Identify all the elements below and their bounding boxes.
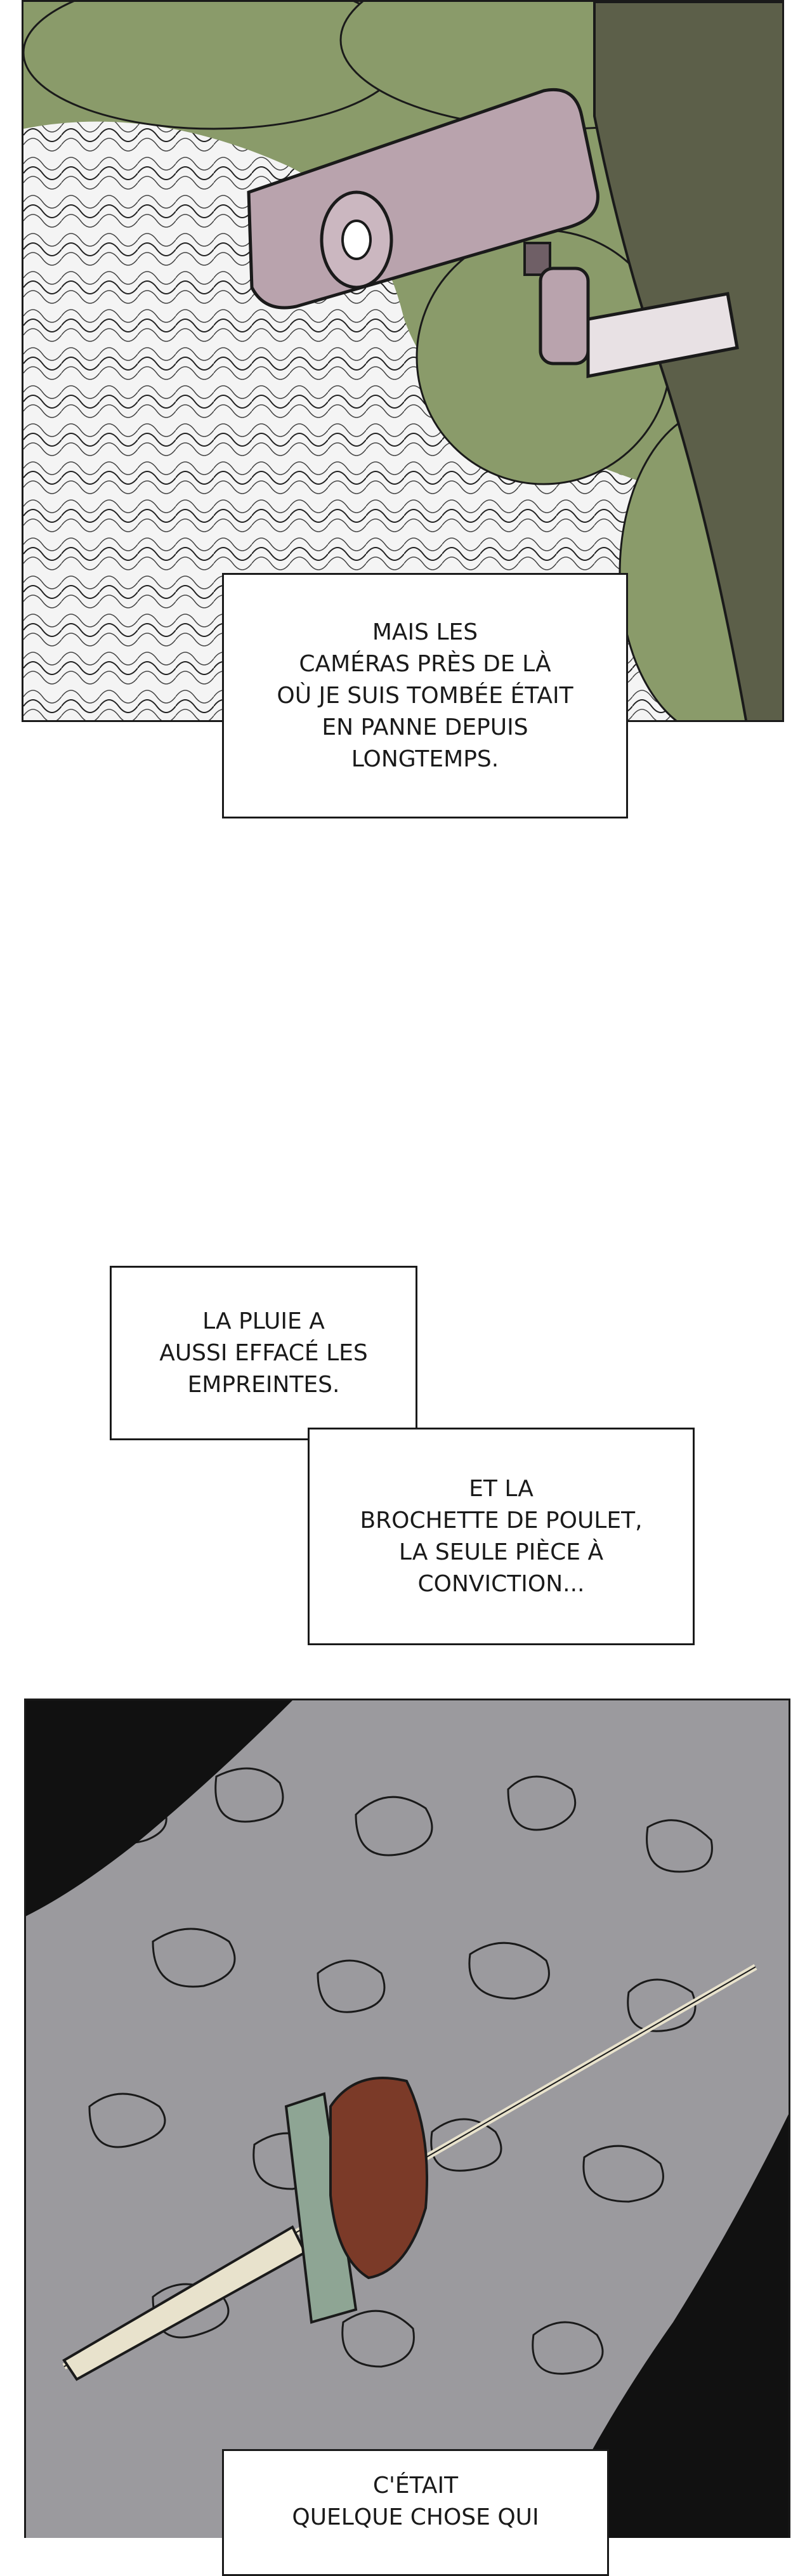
caption-box-something: C'ÉTAIT QUELQUE CHOSE QUI [222, 2449, 609, 2576]
caption-text: ET LA BROCHETTE DE POULET, LA SEULE PIÈC… [360, 1475, 643, 1597]
caption-text: MAIS LES CAMÉRAS PRÈS DE LÀ OÙ JE SUIS T… [277, 619, 573, 772]
texture-area [23, 121, 721, 720]
panel-security-camera [22, 0, 784, 722]
caption-box-rain: LA PLUIE A AUSSI EFFACÉ LES EMPREINTES. [110, 1266, 417, 1440]
chicken-meat-icon [329, 2077, 428, 2280]
camera-icon [247, 88, 739, 379]
onion-piece-icon [284, 2092, 358, 2324]
caption-box-skewer: ET LA BROCHETTE DE POULET, LA SEULE PIÈC… [308, 1428, 695, 1645]
caption-box-cameras: MAIS LES CAMÉRAS PRÈS DE LÀ OÙ JE SUIS T… [222, 573, 628, 818]
caption-text: LA PLUIE A AUSSI EFFACÉ LES EMPREINTES. [159, 1308, 368, 1398]
panel-chicken-skewer [24, 1699, 790, 2538]
caption-text: C'ÉTAIT QUELQUE CHOSE QUI [292, 2473, 539, 2530]
security-camera-illustration [23, 2, 782, 720]
tree-trunk [593, 2, 782, 720]
skewer-illustration [26, 1700, 789, 2538]
